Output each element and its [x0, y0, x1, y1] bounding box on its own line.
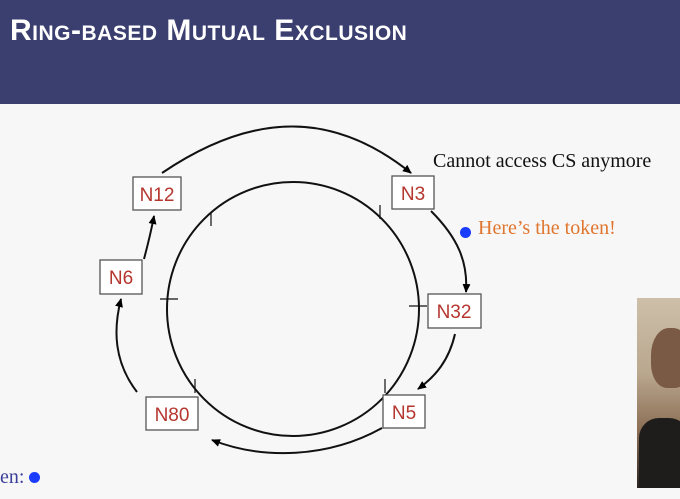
token-legend-label: en: — [0, 466, 25, 488]
node-n3: N3 — [391, 175, 435, 210]
presenter-head — [651, 328, 680, 388]
arrow-n32-to-n5 — [417, 333, 456, 390]
slide-title: Ring-based Mutual Exclusion — [10, 14, 408, 47]
node-label: N32 — [437, 302, 472, 323]
ring-ticks — [160, 205, 427, 393]
cannot-access-caption: Cannot access CS anymore — [433, 150, 652, 172]
token-caption: Here’s the token! — [478, 217, 616, 239]
webcam-video — [637, 298, 680, 488]
arrow-n80-to-n6 — [115, 298, 138, 393]
node-label: N6 — [109, 268, 133, 289]
node-n32: N32 — [427, 293, 482, 329]
node-label: N12 — [140, 185, 175, 206]
ring-arrows — [115, 125, 471, 455]
token-dot-icon — [460, 227, 471, 238]
node-n6: N6 — [99, 259, 143, 295]
node-n12: N12 — [132, 176, 182, 211]
ring-circle — [166, 181, 420, 437]
presenter-body — [639, 418, 680, 488]
arrow-n6-to-n12 — [143, 215, 157, 260]
node-label: N3 — [401, 184, 425, 205]
node-label: N5 — [392, 403, 416, 424]
arrow-n5-to-n80 — [211, 427, 383, 455]
arrow-n3-to-n32 — [430, 210, 471, 293]
node-n5: N5 — [382, 394, 426, 429]
node-n80: N80 — [145, 396, 199, 431]
token-legend-dot-icon — [29, 472, 40, 483]
slide-content — [0, 104, 680, 499]
node-label: N80 — [155, 405, 190, 426]
arrow-n12-to-n3 — [161, 125, 412, 174]
title-bar: Ring-based Mutual Exclusion — [0, 0, 680, 104]
